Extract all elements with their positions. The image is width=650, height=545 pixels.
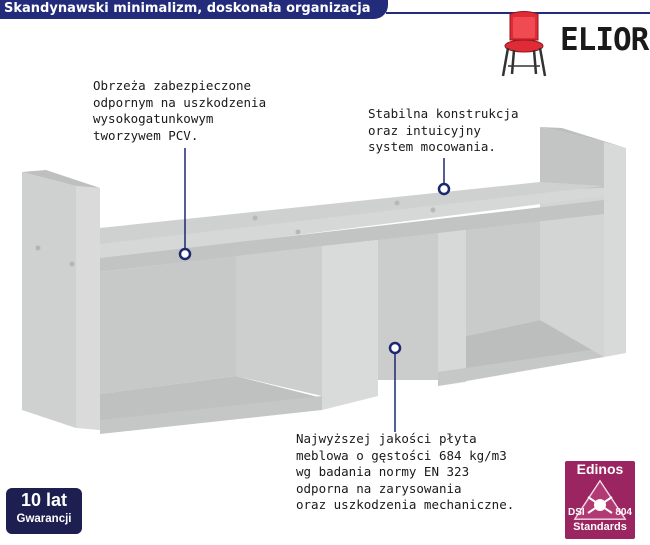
certification-number: 804 [615, 507, 632, 518]
annotation-construction: Stabilna konstrukcja oraz intuicyjny sys… [368, 106, 519, 154]
warranty-years: 10 lat [20, 490, 68, 510]
right-upright-inner [540, 127, 604, 192]
marker-dot-2 [437, 182, 451, 196]
annotation-board: Najwyższej jakości płyta meblowa o gęsto… [296, 431, 515, 512]
left-box-bottom [100, 396, 322, 434]
left-box-inner-right [236, 246, 322, 396]
certification-emblem-icon [573, 479, 627, 520]
brand-logo [501, 11, 547, 77]
marker-dot-3 [388, 341, 402, 355]
certification-name: Edinos [576, 461, 624, 477]
top-shelf-front [100, 200, 604, 272]
left-box-divider [322, 240, 378, 410]
right-box-bottom [438, 348, 604, 386]
right-box-left-face [438, 226, 466, 386]
right-box-back [466, 214, 540, 336]
certification-badge: Edinos DSI 804 Standards [565, 461, 635, 539]
marker-dot-1 [178, 247, 192, 261]
certification-standards: Standards [573, 521, 627, 533]
right-box-floor [440, 320, 604, 380]
brand-name: ELIOR [560, 22, 649, 58]
chair-icon [501, 11, 547, 77]
top-shelf-surface [100, 188, 604, 260]
warranty-label: Gwarancji [16, 513, 72, 525]
left-upright-front [22, 172, 76, 428]
warranty-badge: 10 lat Gwarancji [6, 488, 82, 534]
header-title: Skandynawski minimalizm, doskonała organ… [4, 1, 371, 16]
left-upright-edge [76, 186, 100, 430]
left-upright-top [22, 170, 100, 188]
right-box-right [540, 188, 604, 357]
right-upright-side [604, 142, 626, 357]
left-box-inner-back [100, 256, 236, 394]
header-banner: Skandynawski minimalizm, doskonała organ… [0, 0, 388, 19]
certification-dsi: DSI [568, 507, 585, 518]
top-shelf-top [100, 182, 604, 244]
annotation-edges: Obrzeża zabezpieczone odpornym na uszkod… [93, 78, 267, 143]
